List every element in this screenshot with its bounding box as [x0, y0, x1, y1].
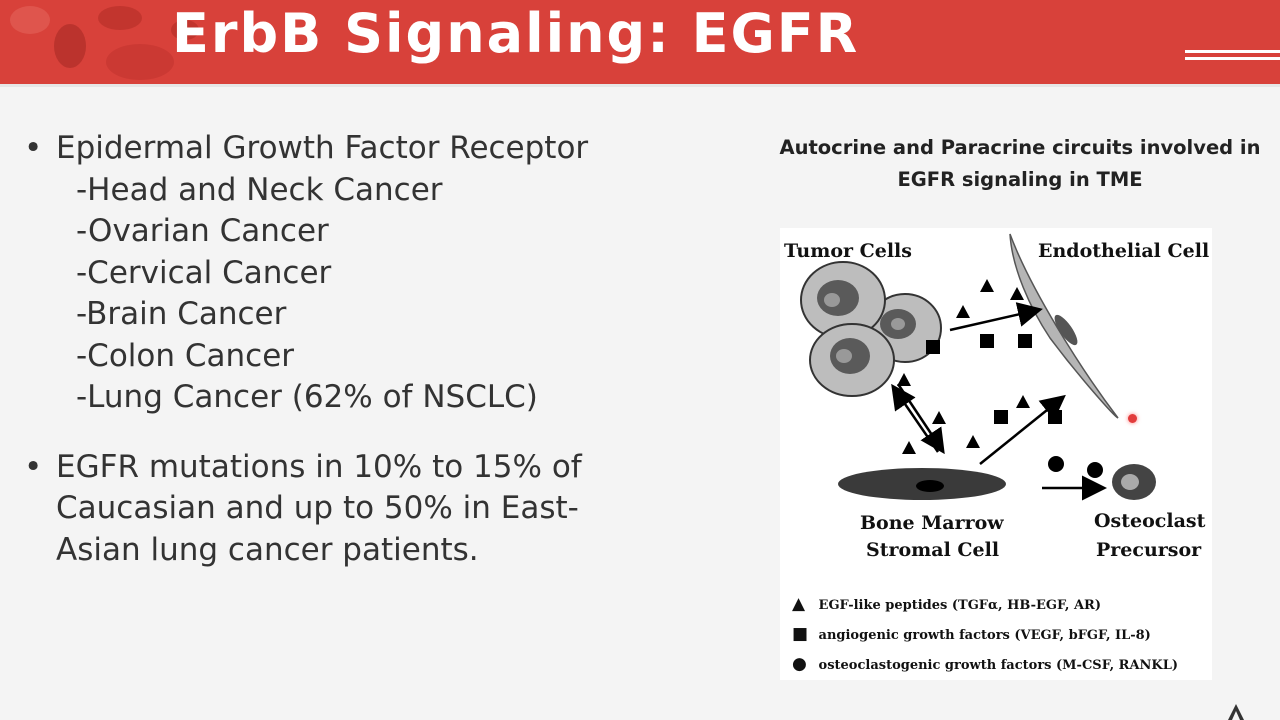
tme-diagram: Tumor Cells Endothelial Cell Bone Marrow… — [780, 228, 1212, 680]
bullet-item-egfr: • Epidermal Growth Factor Receptor — [24, 128, 588, 170]
bullet-list: • Epidermal Growth Factor Receptor -Head… — [24, 128, 588, 571]
bullet-text: Asian lung cancer patients. — [56, 531, 479, 568]
header-divider — [0, 84, 1280, 87]
figure-title-line: EGFR signaling in TME — [897, 168, 1143, 191]
laser-pointer-dot — [1128, 414, 1137, 423]
osteoclast-graphic — [1112, 464, 1156, 500]
square-icon: ■ — [792, 624, 809, 644]
legend-item-angiogenic: ■ angiogenic growth factors (VEGF, bFGF,… — [792, 624, 1151, 644]
osteoclastogenic-factor-markers — [1048, 456, 1103, 478]
label-bone-marrow: Bone Marrow — [860, 512, 1004, 534]
legend-item-egf: ▲ EGF-like peptides (TGFα, HB-EGF, AR) — [792, 594, 1101, 614]
signal-arrows — [891, 302, 1107, 501]
triangle-icon: ▲ — [792, 594, 806, 614]
label-precursor: Precursor — [1096, 539, 1202, 561]
slide-header: ErbB Signaling: EGFR — [0, 0, 1280, 84]
label-stromal-cell: Stromal Cell — [866, 539, 1000, 561]
legend-text: angiogenic growth factors (VEGF, bFGF, I… — [818, 628, 1151, 643]
bullet-text: EGFR mutations in 10% to 15% of — [56, 448, 582, 485]
bullet-continuation: Caucasian and up to 50% in East- — [24, 488, 588, 530]
bullet-dot: • — [24, 448, 43, 485]
legend-item-osteoclastogenic: ● osteoclastogenic growth factors (M-CSF… — [792, 654, 1178, 674]
label-endothelial-cell: Endothelial Cell — [1038, 240, 1210, 262]
circle-icon: ● — [792, 654, 807, 674]
sub-item: -Head and Neck Cancer — [76, 171, 443, 208]
bullet-dot: • — [24, 130, 43, 166]
bullet-text: Epidermal Growth Factor Receptor — [56, 130, 589, 166]
label-osteoclast: Osteoclast — [1094, 510, 1206, 532]
legend-text: osteoclastogenic growth factors (M-CSF, … — [818, 658, 1179, 673]
tumor-cells-graphic — [800, 261, 942, 397]
header-lines-decoration — [1185, 50, 1280, 66]
bullet-text: Caucasian and up to 50% in East- — [56, 490, 579, 526]
sub-item: -Colon Cancer — [76, 337, 295, 374]
corner-logo-icon — [1228, 704, 1244, 720]
header-decoration — [10, 6, 199, 80]
sub-item: -Brain Cancer — [76, 296, 287, 332]
sub-item: -Cervical Cancer — [76, 254, 332, 291]
legend-text: EGF-like peptides (TGFα, HB-EGF, AR) — [818, 598, 1102, 613]
figure-title: Autocrine and Paracrine circuits involve… — [770, 132, 1270, 196]
endothelial-cell-graphic — [1009, 233, 1119, 419]
figure-title-line: Autocrine and Paracrine circuits involve… — [779, 136, 1261, 159]
angiogenic-factor-markers — [926, 334, 1062, 424]
stromal-cell-graphic — [838, 468, 1006, 500]
bullet-item-mutations: • EGFR mutations in 10% to 15% of — [24, 447, 588, 489]
diagram-graphic — [800, 233, 1156, 501]
egf-peptide-markers — [897, 279, 1030, 454]
label-tumor-cells: Tumor Cells — [784, 240, 912, 262]
sub-item: -Lung Cancer (62% of NSCLC) — [76, 379, 538, 415]
bullet-continuation: Asian lung cancer patients. — [24, 530, 588, 572]
sub-item: -Ovarian Cancer — [76, 213, 329, 249]
slide-title: ErbB Signaling: EGFR — [172, 2, 860, 65]
